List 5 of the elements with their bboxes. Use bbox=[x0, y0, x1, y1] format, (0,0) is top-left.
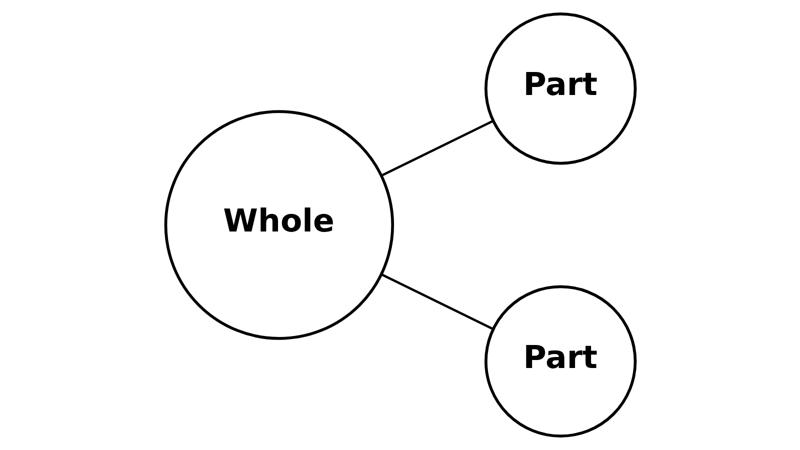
node-circle: Whole bbox=[164, 110, 394, 340]
connector bbox=[380, 120, 493, 177]
node-circle: Part bbox=[484, 12, 636, 165]
connector bbox=[380, 273, 493, 330]
node-circle: Part bbox=[484, 285, 636, 438]
